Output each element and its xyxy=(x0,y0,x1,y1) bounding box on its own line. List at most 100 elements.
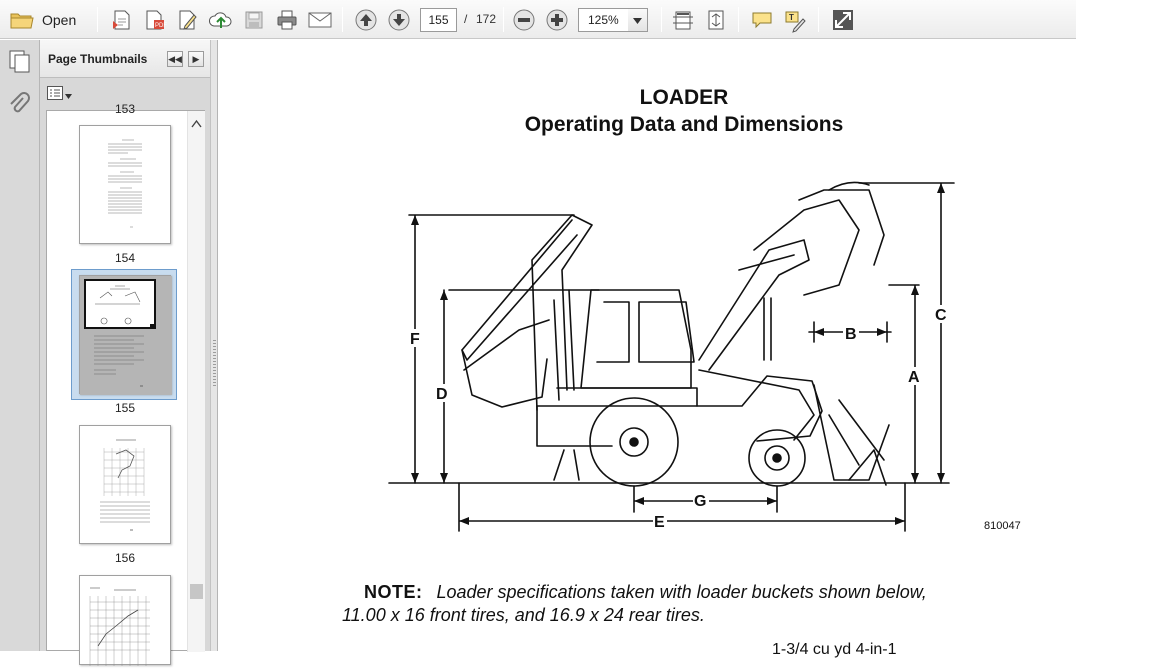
panel-splitter[interactable] xyxy=(210,40,218,651)
expand-icon xyxy=(832,9,854,31)
scrollbar-thumb[interactable] xyxy=(190,584,203,599)
zoom-dropdown-button[interactable] xyxy=(628,8,648,32)
toolbar-separator xyxy=(503,7,504,32)
thumbnail-list[interactable]: 153 154 xyxy=(46,102,205,666)
note-text-1: Loader specifications taken with loader … xyxy=(436,582,927,602)
thumbnail-label: 156 xyxy=(114,551,136,565)
zoom-in-button[interactable] xyxy=(543,6,571,33)
thumbnail-page-selected[interactable] xyxy=(79,275,172,395)
arrow-down-icon xyxy=(387,8,411,32)
dimension-label-d: D xyxy=(436,386,448,403)
chevron-right-icon: ▶ xyxy=(192,53,200,64)
thumbnail-scrollbar[interactable] xyxy=(187,111,205,652)
zoom-out-button[interactable] xyxy=(510,6,538,33)
edit-pdf-button[interactable] xyxy=(174,6,202,33)
cloud-upload-icon xyxy=(208,9,233,31)
thumbnail-text-page-image xyxy=(108,139,142,228)
open-button[interactable]: Open xyxy=(6,6,84,33)
dimension-label-f: F xyxy=(410,331,420,348)
thumbnail-page[interactable] xyxy=(79,125,171,244)
thumbnail-page[interactable] xyxy=(79,575,171,666)
page-separator: / xyxy=(464,12,468,26)
speech-bubble-icon xyxy=(751,10,773,30)
dimension-label-b: B xyxy=(845,326,857,343)
page-total: 172 xyxy=(476,12,497,26)
folder-icon xyxy=(10,10,34,30)
thumbnail-label: 154 xyxy=(114,251,136,265)
printer-icon xyxy=(276,10,298,30)
attachments-tab[interactable] xyxy=(8,92,30,119)
toolbar-separator xyxy=(342,7,343,32)
panel-header: Page Thumbnails ◀◀ ▶ xyxy=(40,40,210,78)
figure-id: 810047 xyxy=(984,520,1021,532)
note-label: NOTE: xyxy=(364,582,423,602)
chevron-down-icon xyxy=(65,88,72,102)
note-line-1: NOTE: Loader specifications taken with lo… xyxy=(364,582,927,603)
pdf-viewer-window: Open PDF 155 / 172 xyxy=(0,0,1076,666)
thumbnail-options-bar xyxy=(40,79,210,109)
note-line-2: 11.00 x 16 front tires, and 16.9 x 24 re… xyxy=(342,605,705,625)
loader-dimensions-drawing: A B C D E F G xyxy=(388,181,955,532)
edit-pdf-icon xyxy=(177,9,199,31)
collapse-panel-button[interactable]: ◀◀ xyxy=(167,51,183,67)
page-title: LOADER xyxy=(639,86,729,109)
thumbnails-panel: Page Thumbnails ◀◀ ▶ 153 154 xyxy=(40,40,210,666)
comment-button[interactable] xyxy=(748,6,776,33)
thumbnail-chart-page-image xyxy=(100,439,150,531)
toolbar-separator xyxy=(818,7,819,32)
toolbar: Open PDF 155 / 172 xyxy=(0,0,1076,39)
svg-text:T: T xyxy=(789,13,794,22)
double-chevron-left-icon: ◀◀ xyxy=(168,53,182,64)
dimension-label-c: C xyxy=(935,307,947,324)
previous-page-button[interactable] xyxy=(352,6,380,33)
dimension-label-a: A xyxy=(908,369,920,386)
open-label: Open xyxy=(42,11,77,28)
create-pdf-button[interactable] xyxy=(108,6,136,33)
toolbar-separator xyxy=(661,7,662,32)
print-button[interactable] xyxy=(273,6,301,33)
plus-circle-icon xyxy=(545,8,569,32)
thumbnail-label-partial: 153 xyxy=(114,102,136,116)
export-pdf-icon: PDF xyxy=(144,9,167,31)
fullscreen-button[interactable] xyxy=(829,6,857,33)
fit-width-icon xyxy=(672,9,694,31)
splitter-grip xyxy=(213,340,216,388)
thumbnail-options-button[interactable] xyxy=(47,86,72,103)
page-subtitle: Operating Data and Dimensions xyxy=(524,113,844,136)
scroll-up-chevron-icon[interactable] xyxy=(191,116,202,130)
dimension-label-g: G xyxy=(694,493,706,510)
page-number-input[interactable]: 155 xyxy=(420,8,457,32)
document-view[interactable]: LOADER Operating Data and Dimensions xyxy=(219,40,1076,658)
pages-icon xyxy=(9,50,31,77)
thumbnail-current-page-image xyxy=(80,276,172,395)
expand-panel-button[interactable]: ▶ xyxy=(188,51,204,67)
export-pdf-button[interactable]: PDF xyxy=(141,6,169,33)
minus-circle-icon xyxy=(512,8,536,32)
paperclip-icon xyxy=(8,92,30,119)
chevron-down-icon xyxy=(633,13,642,27)
page-thumbnails-tab[interactable] xyxy=(9,50,31,77)
highlight-button[interactable]: T xyxy=(781,6,809,33)
toolbar-separator xyxy=(738,7,739,32)
thumbnail-label: 155 xyxy=(114,401,136,415)
highlight-pen-icon: T xyxy=(784,9,806,33)
toolbar-separator xyxy=(97,7,98,32)
fit-page-button[interactable] xyxy=(702,6,730,33)
panel-title: Page Thumbnails xyxy=(48,52,148,66)
arrow-up-icon xyxy=(354,8,378,32)
next-page-button[interactable] xyxy=(385,6,413,33)
fit-width-button[interactable] xyxy=(669,6,697,33)
fit-page-icon xyxy=(705,9,727,31)
save-button[interactable] xyxy=(240,6,268,33)
svg-text:PDF: PDF xyxy=(155,23,167,29)
upload-button[interactable] xyxy=(207,6,235,33)
save-disk-icon xyxy=(244,10,264,30)
navigation-pane-strip xyxy=(0,40,40,651)
bucket-spec-line-partial: 1-3/4 cu yd 4-in-1 xyxy=(772,641,897,658)
email-button[interactable] xyxy=(306,6,334,33)
thumbnail-table-page-image xyxy=(89,587,150,666)
envelope-icon xyxy=(308,11,332,29)
dimension-label-e: E xyxy=(654,514,665,531)
thumbnail-page[interactable] xyxy=(79,425,171,544)
create-pdf-icon xyxy=(111,9,133,31)
